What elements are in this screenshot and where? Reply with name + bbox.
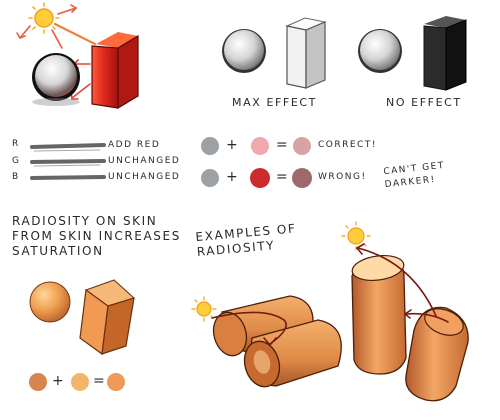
sphere-lit-by-red [32, 53, 80, 106]
bounce-arrow-bottom-left [211, 311, 287, 347]
swatch-skin-result [107, 373, 125, 391]
label-max-effect: Max Effect [232, 96, 318, 109]
sphere-max-effect [222, 29, 266, 73]
bounce-arrow-bottom-right [355, 243, 449, 323]
swatch-wrong [292, 168, 312, 188]
vertical-cylinders [351, 254, 469, 402]
equals-sign-2: = [276, 169, 289, 185]
swatch-gray-1 [201, 137, 219, 155]
label-channel-r: R [12, 139, 20, 149]
white-block [285, 17, 327, 89]
equals-sign-3: = [93, 373, 106, 389]
swatch-pink [251, 137, 269, 155]
label-unchanged-b: Unchanged [108, 172, 181, 182]
title-radiosity-skin: Radiosity on skin from skin increases sa… [12, 214, 181, 258]
black-block [423, 16, 467, 91]
label-correct: Correct! [318, 140, 377, 150]
light-rays-icon [16, 4, 97, 49]
horizontal-cylinders [212, 295, 342, 388]
swatch-gray-2 [201, 169, 219, 187]
swatch-red [250, 168, 270, 188]
plus-sign-3: + [52, 373, 65, 389]
rgb-strokes [30, 143, 106, 180]
skin-block [79, 279, 135, 356]
sun-icon [28, 2, 60, 34]
label-add-red: Add Red [108, 140, 161, 150]
label-no-effect: No Effect [386, 96, 462, 109]
equals-sign-1: = [276, 137, 289, 153]
skin-sphere [29, 281, 71, 323]
sun-icon-bottom-right [341, 221, 371, 251]
red-block [91, 32, 139, 110]
label-channel-b: B [12, 172, 20, 182]
label-unchanged-g: Unchanged [108, 156, 181, 166]
sphere-no-effect [358, 29, 402, 73]
label-channel-g: G [12, 156, 21, 166]
label-wrong: Wrong! [318, 172, 367, 182]
swatch-skin [29, 373, 47, 391]
plus-sign-1: + [226, 137, 239, 153]
plus-sign-2: + [226, 169, 239, 185]
swatch-correct [293, 137, 311, 155]
sun-icon-bottom-left [191, 296, 217, 322]
swatch-skin-light [71, 373, 89, 391]
